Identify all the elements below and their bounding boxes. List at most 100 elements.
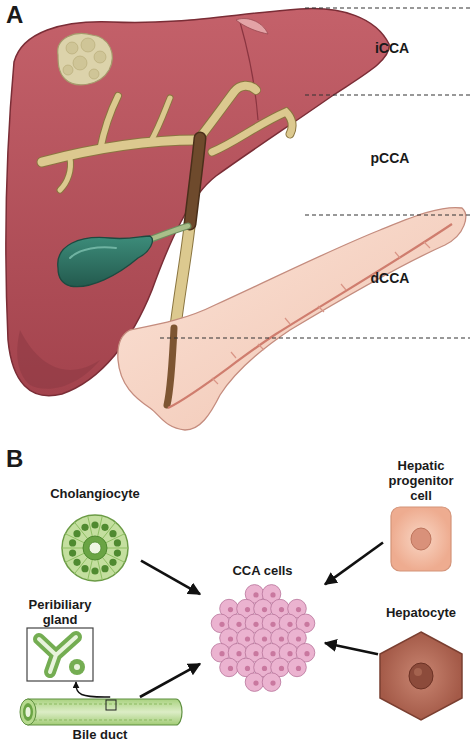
cell-nucleus [109, 559, 116, 566]
node-label: Hepatocyte [386, 605, 456, 620]
common-hepatic-duct [190, 138, 200, 224]
tumor-cell [287, 658, 306, 677]
arrow-connector [76, 682, 110, 697]
gland-lobe-lumen [74, 664, 80, 670]
cell-nucleus [69, 550, 76, 557]
tumor-nodule [66, 42, 78, 54]
duct-outline [60, 158, 71, 190]
region-label: pCCA [350, 150, 430, 166]
arrow-connector [141, 561, 200, 594]
duct-outline [150, 98, 170, 143]
inset-box [27, 628, 93, 681]
tumor-cell-nucleus [261, 636, 266, 641]
tumor-cell-nucleus [278, 607, 283, 612]
duct-end [20, 699, 36, 725]
common-hepatic-duct [190, 138, 200, 224]
pancreatic-duct [168, 224, 452, 408]
tumor-cell-nucleus [261, 666, 266, 671]
tumor-cell-nucleus [244, 607, 249, 612]
duct-outline [100, 96, 118, 150]
duct-outline [42, 140, 198, 162]
tumor [58, 34, 113, 85]
tumor-nodule [63, 65, 73, 75]
distal-bile-duct [167, 328, 174, 405]
cell-nucleus [73, 559, 80, 566]
pancreatic-duct-branch [212, 242, 430, 384]
hepatic-duct [60, 158, 71, 190]
progenitor-cell [391, 507, 451, 571]
arrow-connector [325, 542, 383, 584]
cholangiocyte-shape [60, 513, 130, 583]
node-label: Bile duct [73, 728, 128, 741]
region-divider [305, 7, 470, 8]
hepatocyte-shape [378, 630, 464, 722]
tumor-cell-nucleus [227, 666, 232, 671]
cell-nucleus [91, 521, 98, 528]
tumor-cell-nucleus [236, 651, 241, 656]
tumor-cell-nucleus [219, 651, 224, 656]
tumor-cell-nucleus [278, 666, 283, 671]
node-label: Hepatic progenitor cell [383, 458, 459, 503]
cell-nucleus [411, 528, 431, 550]
region-label: iCCA [352, 40, 432, 56]
tumor-cell-nucleus [253, 592, 258, 597]
tumor-cell-nucleus [270, 651, 275, 656]
tumor-cell [219, 658, 238, 677]
zoom-square [106, 700, 116, 710]
tumor-nodule [94, 51, 106, 63]
tumor-cell-nucleus [270, 681, 275, 686]
region-divider [305, 94, 470, 95]
bile-duct-node: Bile duct [15, 697, 185, 741]
tumor-cell [262, 673, 281, 692]
gallbladder [58, 236, 153, 287]
tumor-cell-nucleus [295, 666, 300, 671]
duct-lumen [25, 707, 30, 717]
region-divider [160, 337, 470, 338]
hepatic-duct [212, 112, 292, 152]
falciform-ligament [236, 19, 268, 34]
tumor-cell-nucleus [227, 607, 232, 612]
cell-nucleus [409, 663, 433, 689]
gland-shape [26, 627, 94, 682]
gland-node: Peribiliary gland [20, 597, 100, 682]
tumor-cell-nucleus [304, 651, 309, 656]
tumor-cell-nucleus [287, 651, 292, 656]
arrow-connector [140, 664, 200, 697]
cell-border [62, 548, 83, 549]
node-label: Cholangiocyte [50, 486, 140, 501]
tumor-cell-nucleus [304, 622, 309, 627]
cell-nucleus [81, 524, 88, 531]
tumor-nodule [89, 69, 99, 79]
arrow-connector [325, 643, 378, 654]
pancreas [118, 208, 466, 430]
cell-nucleus [101, 524, 108, 531]
cell-border [107, 548, 128, 549]
tumor-cell-nucleus [270, 592, 275, 597]
hepatic-duct [100, 96, 118, 150]
cholangiocyte-node: Cholangiocyte [49, 486, 141, 583]
lumen-ring [83, 536, 107, 560]
tumor-cell-nucleus [244, 666, 249, 671]
tumor-cell-nucleus [244, 636, 249, 641]
tumor-cell-cluster [211, 585, 315, 692]
tumor-cell-nucleus [236, 622, 241, 627]
gland-lobe [69, 659, 85, 675]
region-label: dCCA [350, 270, 430, 286]
cell-nucleus [101, 565, 108, 572]
node-label: CCA cells [232, 563, 292, 578]
duct-shape [18, 697, 183, 727]
cca-cluster-node: CCA cells [200, 563, 325, 696]
tumor-mass [58, 34, 113, 85]
nucleus-highlight [414, 668, 422, 676]
region-divider [305, 214, 470, 215]
cell-nucleus [73, 530, 80, 537]
progenitor-node: Hepatic progenitor cell [383, 458, 459, 572]
duct-epithelium [34, 704, 174, 720]
tumor-cell-nucleus [261, 607, 266, 612]
cell-nucleus [114, 550, 121, 557]
node-label: Peribiliary gland [20, 597, 100, 627]
liver-illustration [6, 8, 470, 430]
tumor-cell-nucleus [278, 636, 283, 641]
duct-outline [212, 112, 292, 152]
